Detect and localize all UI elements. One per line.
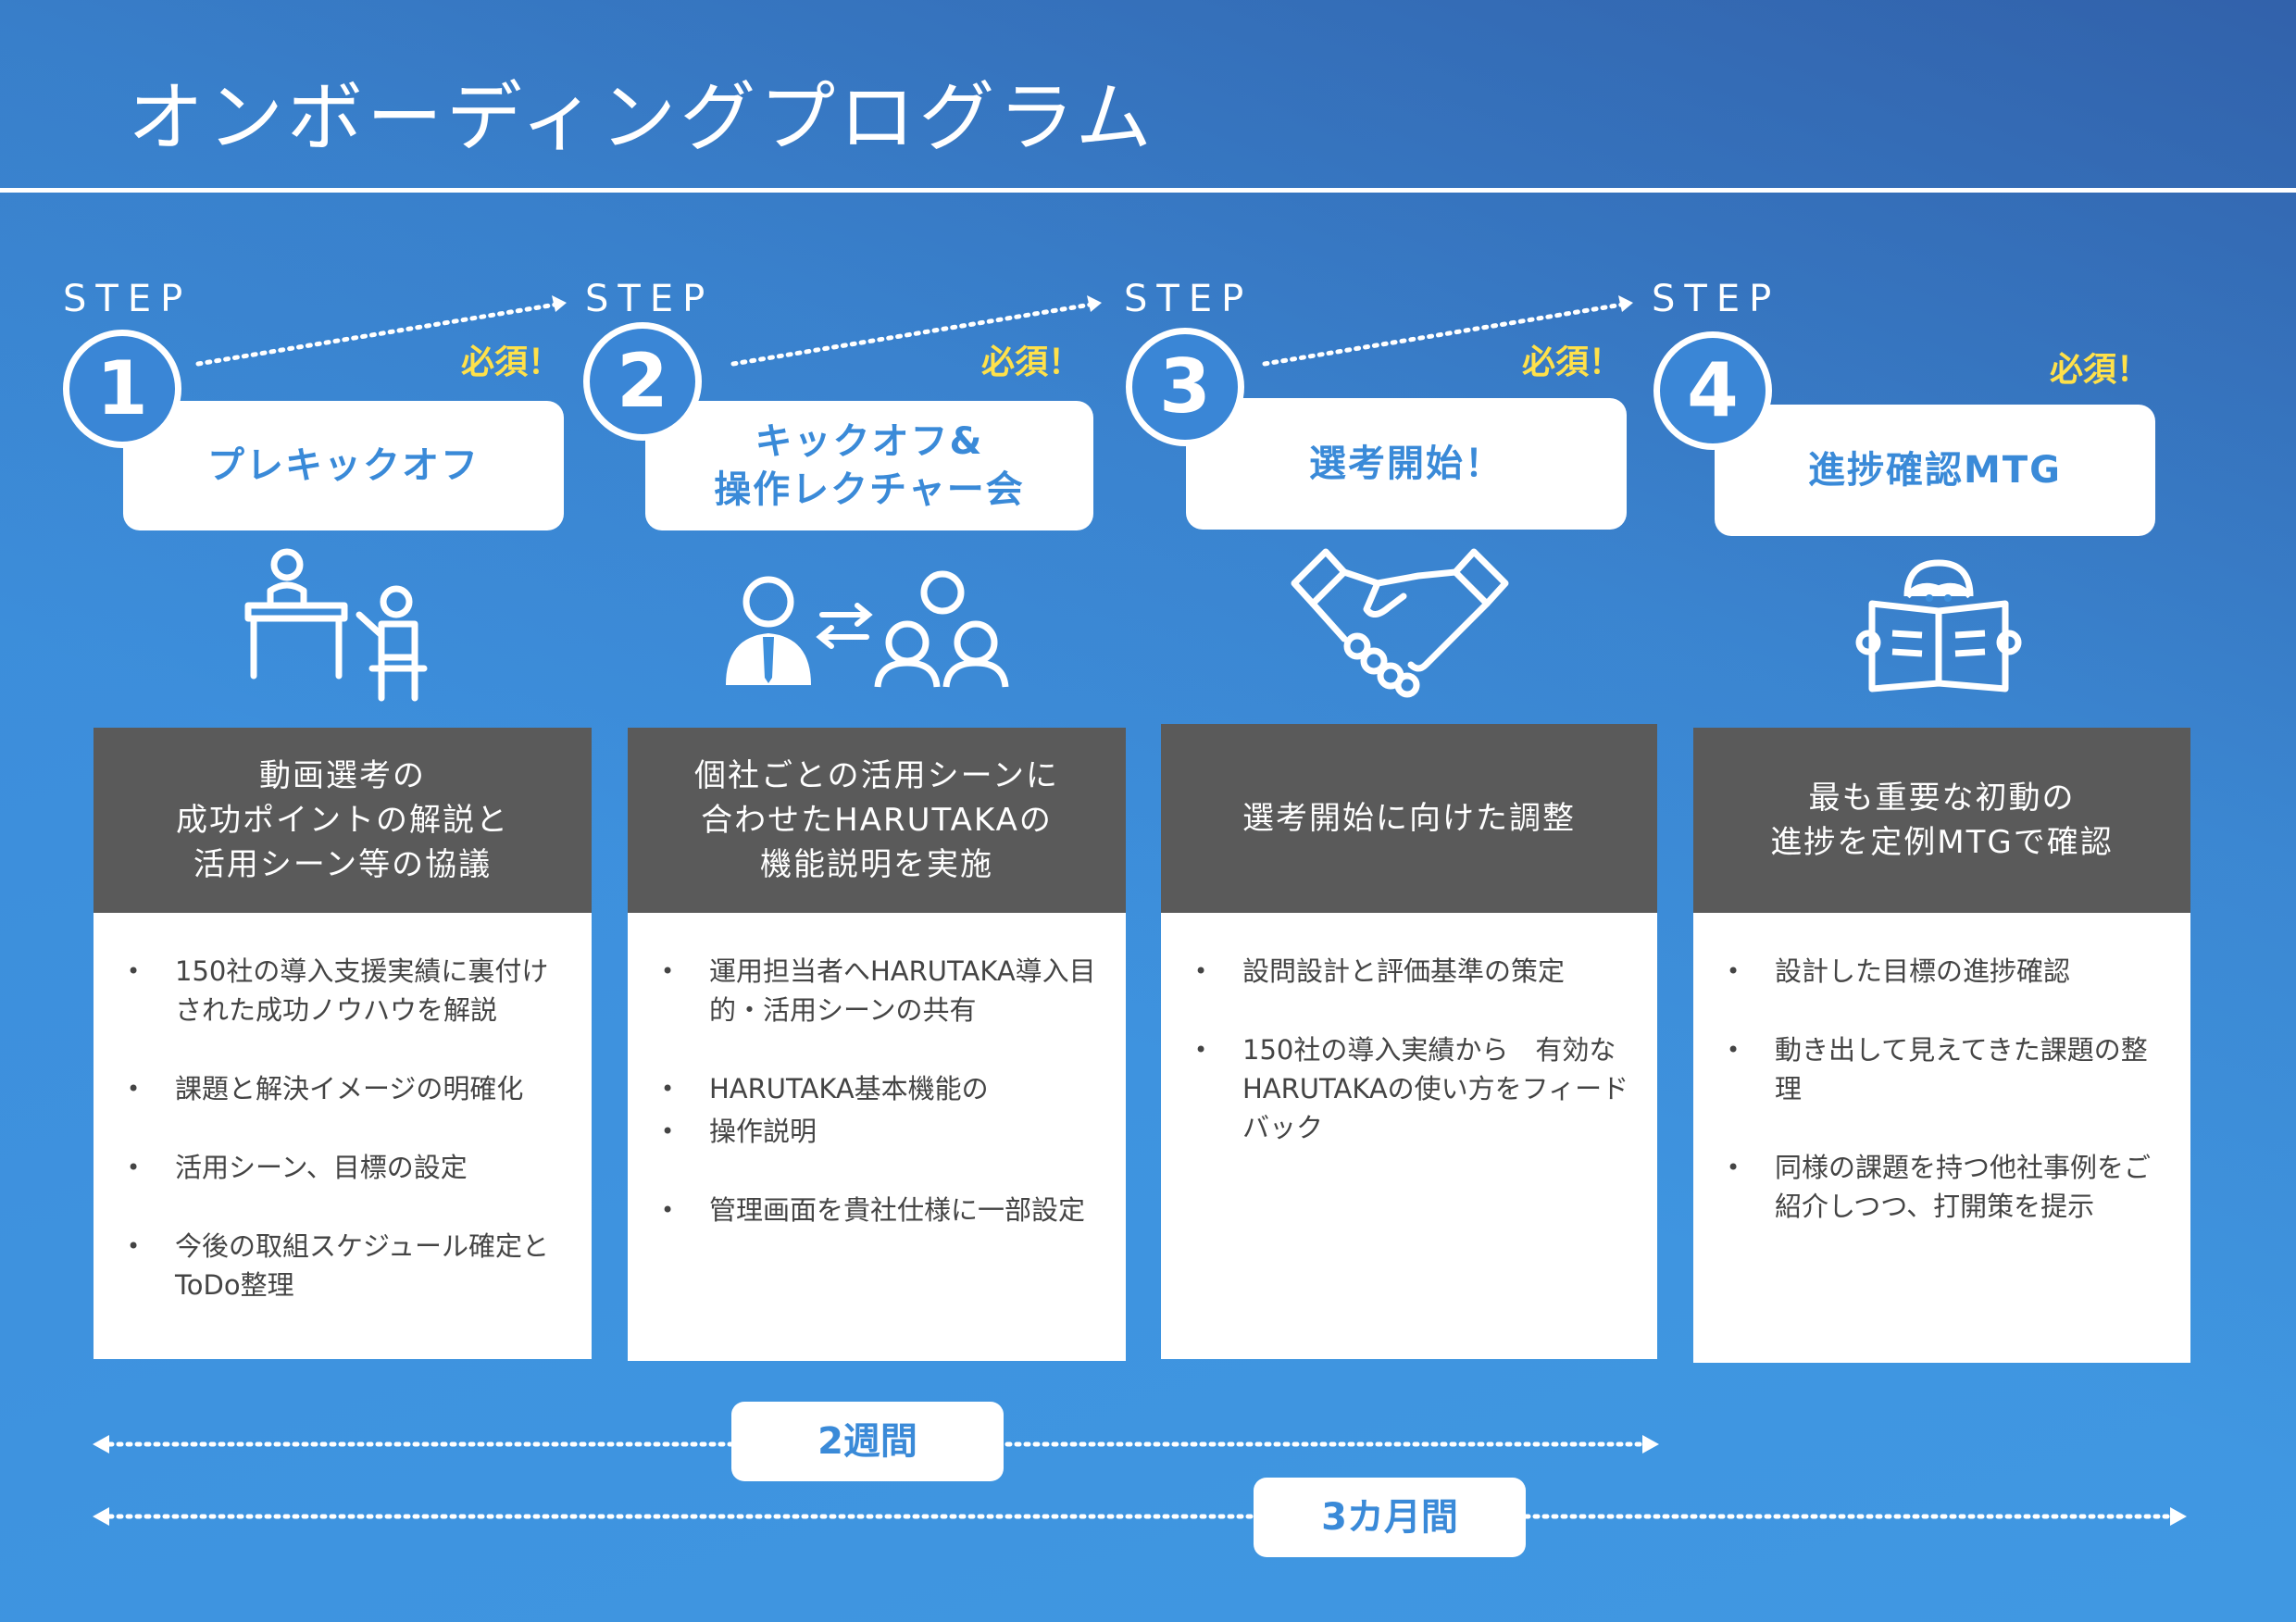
info-body-2: •運用担当者へHARUTAKA導入目的・活用シーンの共有 •HARUTAKA基本… (628, 913, 1126, 1361)
info-head-4: 最も重要な初動の 進捗を定例MTGで確認 (1693, 728, 2190, 913)
step-number-1: 1 (63, 330, 181, 448)
list-item: •操作説明 (661, 1116, 817, 1147)
info-body-4: •設計した目標の進捗確認 •動き出して見えてきた課題の整理 •同様の課題を持つ他… (1693, 913, 2190, 1363)
info-head-2-line1: 個社ごとの活用シーンに (694, 757, 1059, 794)
info-head-2-line2: 合わせたHARUTAKAの (701, 802, 1053, 839)
arrow-step2-3 (730, 295, 1102, 367)
info-head-4-line1: 最も重要な初動の (1808, 780, 2076, 817)
info-head-1-line1: 動画選考の (259, 757, 426, 794)
page-title: オンボーディングプログラム (128, 74, 1155, 162)
required-badge-3: 必須！ (1522, 343, 1623, 381)
timeline-3months-line (93, 1507, 2187, 1526)
step-number-3: 3 (1126, 328, 1244, 446)
arrow-step1-2 (195, 295, 567, 367)
list-item: •今後の取組スケジュール確定とToDo整理 (127, 1230, 549, 1301)
step-label-1: STEP (63, 278, 193, 320)
step-card-1: プレキックオフ (123, 401, 564, 530)
timeline-3months-label: 3カ月間 (1254, 1478, 1526, 1557)
list-item: •同様の課題を持つ他社事例をご紹介しつつ、打開策を提示 (1727, 1152, 2152, 1222)
step-card-1-label: プレキックオフ (207, 444, 480, 487)
list-item: •動き出して見えてきた課題の整理 (1727, 1034, 2148, 1104)
timeline-2weeks-label: 2週間 (731, 1402, 1004, 1481)
list-item: •150社の導入実績から 有効なHARUTAKAの使い方をフィードバック (1194, 1034, 1629, 1143)
arrow-step3-4 (1262, 295, 1633, 367)
info-head-3: 選考開始に向けた調整 (1161, 724, 1657, 913)
step-number-2: 2 (583, 322, 702, 441)
list-item: •管理画面を貴社仕様に一部設定 (661, 1194, 1086, 1226)
list-item: •課題と解決イメージの明確化 (127, 1073, 524, 1104)
step-label-2: STEP (585, 278, 715, 320)
required-badge-1: 必須！ (461, 343, 562, 381)
step-card-2-line1: キックオフ& (755, 420, 984, 463)
step-card-2-line2: 操作レクチャー会 (714, 468, 1025, 511)
reading-person-icon (1855, 559, 2022, 692)
list-item: •活用シーン、目標の設定 (127, 1152, 468, 1183)
info-head-1-line2: 成功ポイントの解説と (176, 802, 509, 839)
info-head-1: 動画選考の 成功ポイントの解説と 活用シーン等の協議 (94, 728, 592, 913)
step-card-4: 進捗確認MTG (1715, 405, 2155, 536)
step-card-2: キックオフ& 操作レクチャー会 (645, 401, 1093, 530)
info-body-3: •設問設計と評価基準の策定 •150社の導入実績から 有効なHARUTAKAの使… (1161, 913, 1657, 1359)
list-item: •設計した目標の進捗確認 (1727, 955, 2071, 987)
step-label-3: STEP (1124, 278, 1254, 320)
required-badge-2: 必須！ (981, 343, 1082, 381)
info-head-3-line1: 選考開始に向けた調整 (1242, 800, 1576, 837)
presenter-group-icon (726, 570, 1009, 688)
list-item: •運用担当者へHARUTAKA導入目的・活用シーンの共有 (661, 955, 1096, 1026)
info-head-2: 個社ごとの活用シーンに 合わせたHARUTAKAの 機能説明を実施 (628, 728, 1126, 913)
info-head-4-line2: 進捗を定例MTGで確認 (1770, 824, 2114, 861)
meeting-desk-icon (244, 548, 428, 702)
info-head-1-line3: 活用シーン等の協議 (193, 846, 493, 883)
title-divider (0, 188, 2296, 193)
info-body-1: •150社の導入支援実績に裏付けされた成功ノウハウを解説 •課題と解決イメージの… (94, 913, 592, 1359)
required-badge-4: 必須！ (2050, 351, 2151, 389)
list-item: •150社の導入支援実績に裏付けされた成功ノウハウを解説 (127, 955, 549, 1026)
list-item: •HARUTAKA基本機能の (661, 1073, 989, 1104)
step-card-4-label: 進捗確認MTG (1808, 449, 2062, 492)
list-item: •設問設計と評価基準の策定 (1194, 955, 1566, 987)
step-number-4: 4 (1653, 331, 1772, 450)
step-card-3: 選考開始！ (1186, 398, 1627, 530)
info-head-2-line3: 機能説明を実施 (760, 846, 993, 883)
handshake-icon (1291, 548, 1509, 698)
step-card-3-label: 選考開始！ (1309, 443, 1504, 485)
step-label-4: STEP (1652, 278, 1781, 320)
